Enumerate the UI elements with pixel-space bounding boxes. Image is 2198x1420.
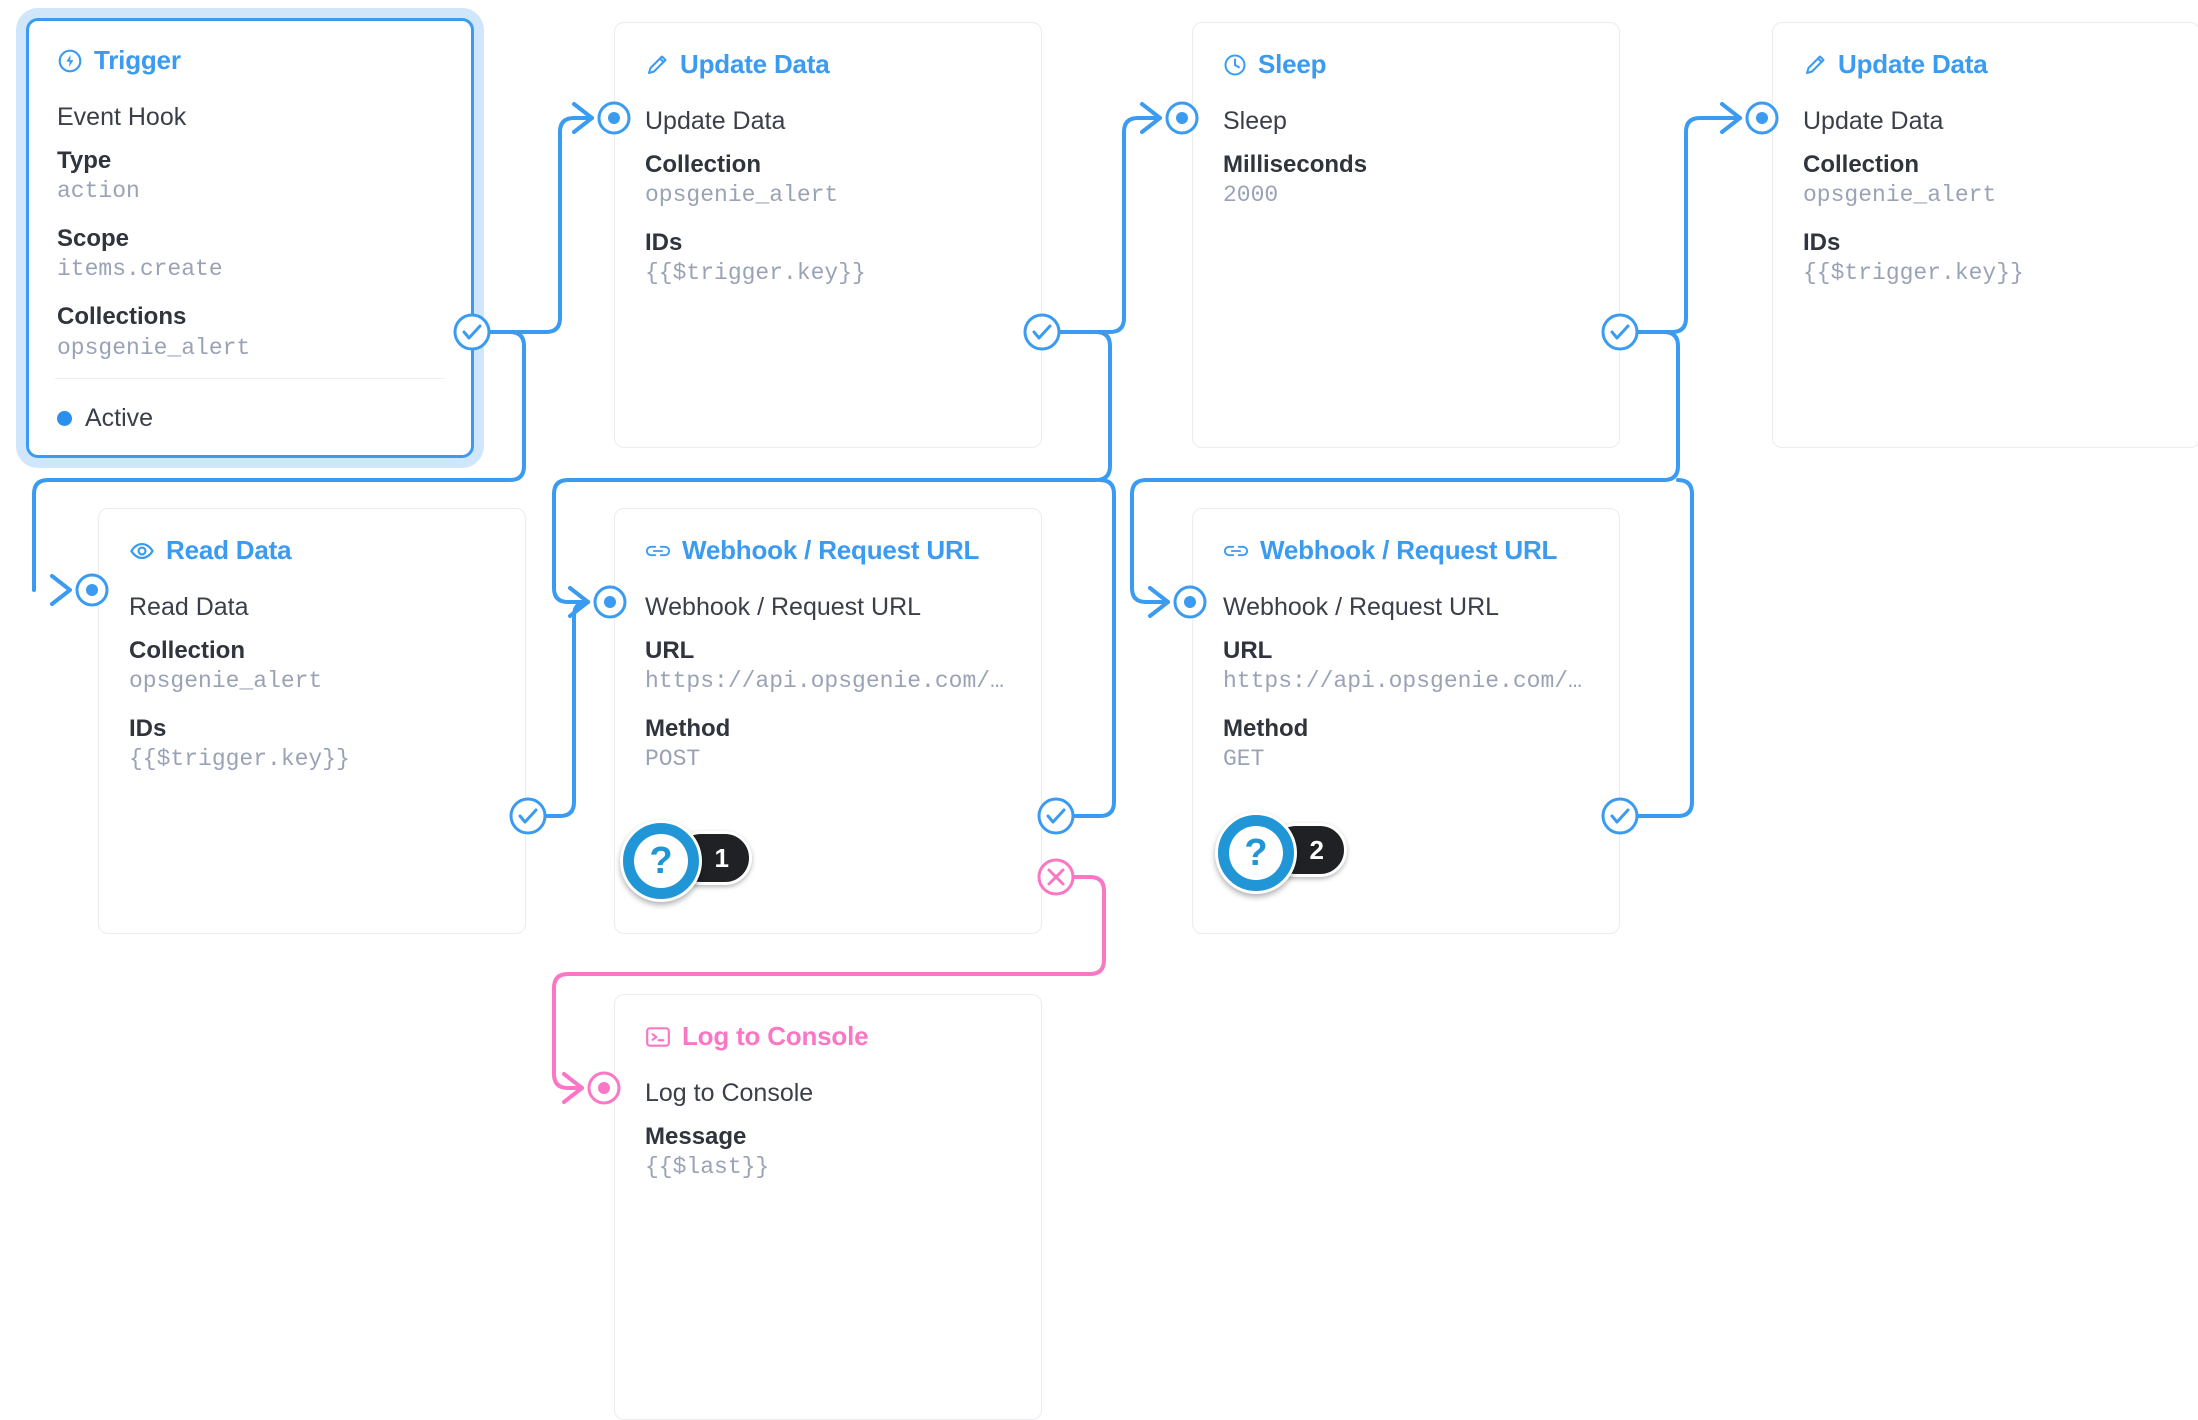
output-port-webhook-1[interactable] — [1034, 794, 1078, 838]
input-port-webhook-1[interactable] — [588, 580, 632, 624]
field-label: URL — [645, 636, 695, 664]
node-card-read-data[interactable]: Read Data Read Data Collection opsgenie_… — [98, 508, 526, 934]
node-title-text: Sleep — [1258, 49, 1327, 79]
field-label: Milliseconds — [1223, 150, 1368, 178]
node-title-text: Webhook / Request URL — [682, 535, 980, 565]
field-label: URL — [1223, 636, 1273, 664]
field-label: IDs — [129, 714, 167, 742]
question-mark-icon[interactable]: ? — [620, 820, 702, 902]
node-title-log-to-console: Log to Console — [645, 1021, 1011, 1052]
eye-icon — [129, 538, 155, 564]
field-value: {{$trigger.key}} — [129, 746, 350, 773]
help-badge-symbol: ? — [1229, 826, 1283, 880]
bolt-circle-icon — [57, 48, 83, 74]
node-main-label: Webhook / Request URL — [1223, 593, 1500, 621]
help-badge-count: 2 — [1309, 834, 1324, 865]
field-label: IDs — [645, 228, 683, 256]
field-label: IDs — [1803, 228, 1841, 256]
node-title-text: Log to Console — [682, 1021, 869, 1051]
help-badge-symbol: ? — [634, 834, 688, 888]
node-main-label: Sleep — [1223, 107, 1287, 135]
field-value: GET — [1223, 746, 1265, 773]
input-port-log-to-console[interactable] — [582, 1066, 626, 1110]
field-label: Collection — [645, 150, 762, 178]
node-title-update-data-1: Update Data — [645, 49, 1011, 80]
field-label: Method — [645, 714, 731, 742]
input-port-read-data[interactable] — [70, 568, 114, 612]
node-title-read-data: Read Data — [129, 535, 495, 566]
link-icon — [1223, 540, 1249, 562]
field-value: items.create — [57, 256, 223, 283]
output-port-trigger[interactable] — [450, 310, 494, 354]
node-title-text: Trigger — [94, 45, 181, 75]
error-output-port-webhook-1[interactable] — [1034, 855, 1078, 899]
node-main-label: Webhook / Request URL — [645, 593, 922, 621]
field-value: opsgenie_alert — [129, 668, 323, 695]
field-value: POST — [645, 746, 701, 773]
node-title-update-data-2: Update Data — [1803, 49, 2169, 80]
node-title-webhook-1: Webhook / Request URL — [645, 535, 1011, 566]
card-divider — [55, 378, 445, 379]
node-main-label: Read Data — [129, 593, 249, 621]
field-value: {{$trigger.key}} — [645, 260, 866, 287]
node-title-text: Read Data — [166, 535, 292, 565]
output-port-update-data-1[interactable] — [1020, 310, 1064, 354]
field-value: https://api.opsgenie.com/v… — [1223, 668, 1589, 695]
field-label: Collection — [1803, 150, 1920, 178]
node-title-webhook-2: Webhook / Request URL — [1223, 535, 1589, 566]
clock-icon — [1223, 53, 1247, 77]
node-title-text: Update Data — [680, 49, 830, 79]
terminal-icon — [645, 1026, 671, 1048]
pencil-icon — [645, 53, 669, 77]
node-card-trigger[interactable]: Trigger Event Hook Type action Scope ite… — [26, 18, 474, 458]
pencil-icon — [1803, 53, 1827, 77]
node-card-sleep[interactable]: Sleep Sleep Milliseconds 2000 — [1192, 22, 1620, 448]
status-label: Active — [85, 404, 154, 432]
field-value: {{$last}} — [645, 1154, 770, 1181]
field-label: Collection — [129, 636, 246, 664]
node-main-label: Update Data — [1803, 107, 1944, 135]
field-value: opsgenie_alert — [1803, 182, 1997, 209]
input-port-webhook-2[interactable] — [1168, 580, 1212, 624]
status-dot-icon — [57, 411, 72, 426]
node-title-text: Update Data — [1838, 49, 1988, 79]
node-main-label: Log to Console — [645, 1079, 814, 1107]
field-value: opsgenie_alert — [645, 182, 839, 209]
link-icon — [645, 540, 671, 562]
field-value: https://api.opsgenie.com/v… — [645, 668, 1011, 695]
field-value: {{$trigger.key}} — [1803, 260, 2024, 287]
field-value: action — [57, 178, 140, 205]
field-label: Scope — [57, 224, 130, 252]
input-port-update-data-2[interactable] — [1740, 96, 1784, 140]
node-title-sleep: Sleep — [1223, 49, 1589, 80]
node-card-update-data-1[interactable]: Update Data Update Data Collection opsge… — [614, 22, 1042, 448]
node-main-label: Update Data — [645, 107, 786, 135]
node-main-label: Event Hook — [57, 103, 187, 131]
field-label: Collections — [57, 303, 187, 331]
status-badge: Active — [57, 404, 153, 433]
output-port-webhook-2[interactable] — [1598, 794, 1642, 838]
field-label: Message — [645, 1122, 747, 1150]
output-port-sleep[interactable] — [1598, 310, 1642, 354]
node-title-trigger: Trigger — [57, 45, 443, 76]
field-label: Method — [1223, 714, 1309, 742]
field-value: 2000 — [1223, 182, 1279, 209]
node-title-text: Webhook / Request URL — [1260, 535, 1558, 565]
field-label: Type — [57, 146, 112, 174]
help-badge-count: 1 — [714, 842, 729, 873]
node-card-log-to-console[interactable]: Log to Console Log to Console Message {{… — [614, 994, 1042, 1420]
field-value: opsgenie_alert — [57, 334, 251, 361]
input-port-sleep[interactable] — [1160, 96, 1204, 140]
output-port-read-data[interactable] — [506, 794, 550, 838]
input-port-update-data-1[interactable] — [592, 96, 636, 140]
question-mark-icon[interactable]: ? — [1215, 812, 1297, 894]
node-card-update-data-2[interactable]: Update Data Update Data Collection opsge… — [1772, 22, 2198, 448]
node-card-webhook-2[interactable]: Webhook / Request URL Webhook / Request … — [1192, 508, 1620, 934]
